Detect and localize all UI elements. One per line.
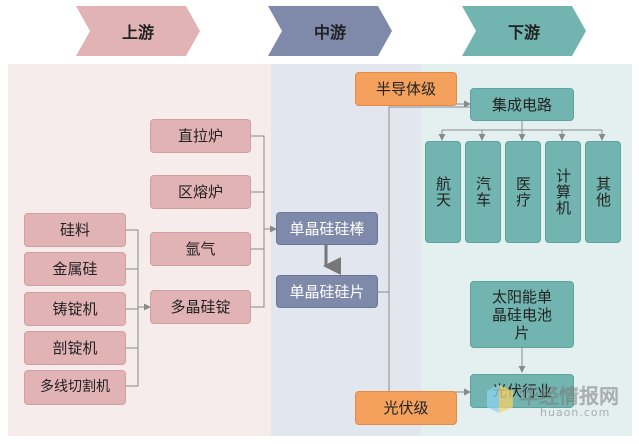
upstream-chevron-shape [76,6,200,56]
solar-cell-box: 太阳能单晶硅电池片 [470,281,574,348]
watermark-url: huaon.com [540,406,611,419]
stage-upstream-label: 上游 [121,23,154,42]
stage-midstream-label: 中游 [313,23,346,42]
ingot-cutter-box: 剖锭机 [24,331,126,365]
downstream-chevron-shape [462,6,586,56]
app-medical-box: 医疗 [505,141,541,243]
app-aerospace-box: 航天 [425,141,461,243]
app-other-box: 其他 [585,141,621,243]
branch-line [388,106,470,292]
czochralski-furnace-box: 直拉炉 [150,119,251,153]
midstream-chevron-shape [268,6,392,56]
watermark-logo [485,383,515,415]
app-automotive-box: 汽车 [465,141,501,243]
polysilicon-ingot-box: 多晶硅锭 [150,290,251,324]
intermediate-bracket [251,135,265,308]
wire-saw-box: 多线切割机 [24,370,126,405]
metal-silicon-box: 金属硅 [24,252,126,286]
watermark-logo-icon [487,385,513,413]
midstream-panel [271,64,421,436]
stage-downstream-label: 下游 [507,23,540,42]
float-zone-furnace-box: 区熔炉 [150,175,251,209]
watermark-brand: 华经情报网 [519,384,619,408]
raw-bracket [126,229,139,387]
argon-box: 氩气 [150,232,251,266]
integrated-circuit-box: 集成电路 [470,88,574,121]
raw-silicon-box: 硅料 [24,213,126,247]
mono-wafer-box: 单晶硅硅片 [276,275,378,308]
ingot-caster-box: 铸锭机 [24,292,126,326]
semiconductor-grade-box: 半导体级 [355,72,457,106]
app-computer-box: 计算机 [545,141,581,243]
mono-ingot-box: 单晶硅硅棒 [276,212,378,245]
photovoltaic-grade-box: 光伏级 [355,391,457,425]
